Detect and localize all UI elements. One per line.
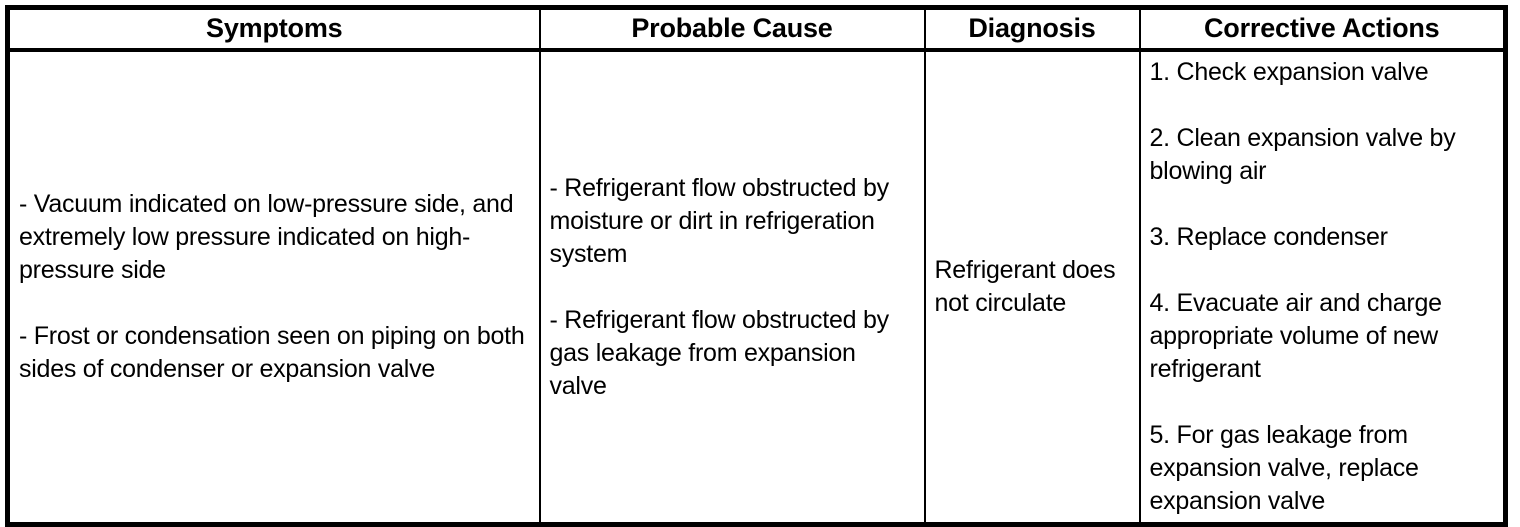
corrective-action-item: 4. Evacuate air and charge appropriate v… (1149, 289, 1443, 383)
column-header-diagnosis: Diagnosis (924, 7, 1141, 52)
corrective-action-item: 3. Replace condenser (1149, 223, 1388, 251)
cell-corrective-actions: 1. Check expansion valve 2. Clean expans… (1140, 50, 1506, 525)
probable-cause-item: - Refrigerant flow obstructed by moistur… (549, 173, 890, 268)
column-header-probable-cause: Probable Cause (539, 7, 926, 52)
table-row: - Vacuum indicated on low-pressure side,… (7, 50, 1506, 525)
table-body: - Vacuum indicated on low-pressure side,… (7, 50, 1506, 525)
corrective-action-item: 5. For gas leakage from expansion valve,… (1149, 421, 1419, 515)
symptom-item: - Vacuum indicated on low-pressure side,… (19, 190, 514, 284)
page-canvas: Symptoms Probable Cause Diagnosis Correc… (5, 5, 1508, 527)
table-header: Symptoms Probable Cause Diagnosis Correc… (7, 7, 1506, 52)
diagnosis-item: Refrigerant does not circulate (934, 256, 1116, 317)
cell-symptoms: - Vacuum indicated on low-pressure side,… (7, 50, 541, 525)
column-header-corrective-actions: Corrective Actions (1139, 7, 1506, 52)
cell-probable-cause: - Refrigerant flow obstructed by moistur… (539, 50, 926, 525)
symptom-item: - Frost or condensation seen on piping o… (19, 322, 525, 383)
cell-diagnosis: Refrigerant does not circulate (924, 50, 1141, 525)
probable-cause-item: - Refrigerant flow obstructed by gas lea… (549, 305, 890, 400)
column-header-symptoms: Symptoms (7, 7, 541, 52)
corrective-action-item: 2. Clean expansion valve by blowing air (1149, 124, 1456, 185)
corrective-action-item: 1. Check expansion valve (1149, 58, 1429, 86)
header-row: Symptoms Probable Cause Diagnosis Correc… (7, 7, 1506, 52)
troubleshooting-table: Symptoms Probable Cause Diagnosis Correc… (5, 5, 1508, 527)
